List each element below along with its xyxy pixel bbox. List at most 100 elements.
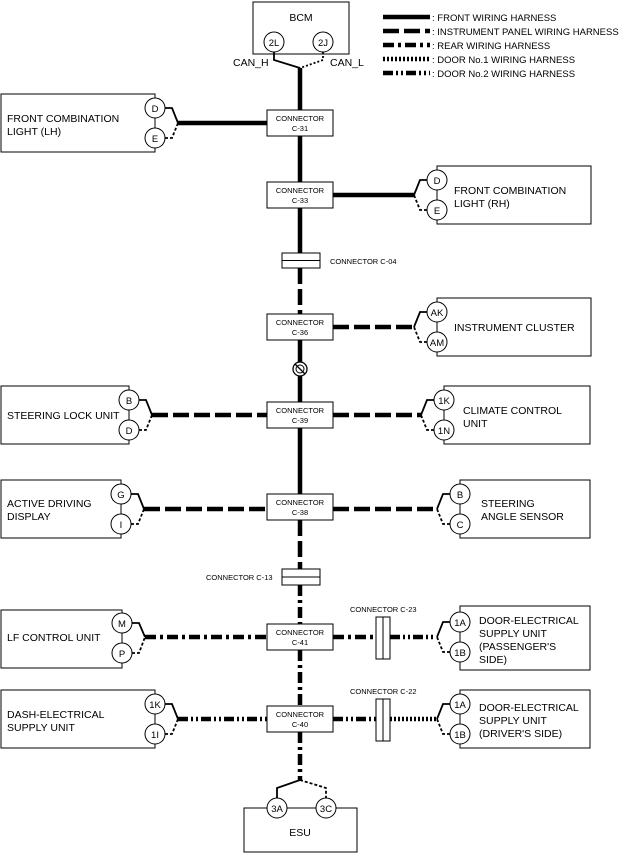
steering-lock-box [0,385,130,445]
connector-c13: CONNECTOR C-13 [206,568,321,586]
door-supply-passenger-line1: DOOR-ELECTRICAL [479,615,579,627]
door-supply-passenger-pin-1a-label: 1A [454,618,466,629]
unit-front-combination-light-rh: FRONT COMBINATION LIGHT (RH) D E [413,165,592,225]
terminator-inner [295,364,305,374]
can-h-label: CAN_H [233,57,269,69]
connector-c41-box [266,623,334,651]
door-supply-passenger-pin-1a-wire [436,621,450,638]
esu-label: ESU [289,827,311,839]
door-supply-driver-pin-1b-label: 1B [454,730,466,741]
connector-c33: CONNECTOR C-33 [266,181,334,209]
connector-c38-line2: C-38 [292,508,308,517]
dash-supply-pin-1k-label: 1K [149,700,161,711]
steering-angle-sensor-line2: ANGLE SENSOR [481,511,564,523]
door-supply-passenger-line4: SIDE) [479,654,507,666]
connector-c41-line1: CONNECTOR [276,628,325,637]
front-comb-rh-pin-d-label: D [434,176,441,187]
door-supply-passenger-pin-1b-wire [436,636,450,653]
unit-instrument-cluster: INSTRUMENT CLUSTER AK AM [413,297,592,357]
door-supply-driver-line2: SUPPLY UNIT [479,715,547,727]
door-supply-passenger-box [459,605,591,671]
lf-control-line1: LF CONTROL UNIT [7,632,101,644]
connector-c31: CONNECTOR C-31 [266,109,334,137]
bcm-label: BCM [289,12,312,24]
can-l-label: CAN_L [330,57,364,69]
connector-c13-label: CONNECTOR C-13 [206,573,273,582]
dash-supply-pin-1k-wire [165,703,179,720]
active-driving-display-pin-i-wire [131,508,145,525]
connector-c31-box [266,109,334,137]
unit-steering-angle-sensor: STEERING ANGLE SENSOR B C [436,479,591,539]
connector-c23-label: CONNECTOR C-23 [350,605,417,614]
active-driving-display-box [0,479,122,539]
steering-lock-line1: STEERING LOCK UNIT [7,410,120,422]
climate-control-pin-1k-wire [420,399,434,416]
instrument-cluster-box [436,297,592,357]
active-driving-display-line1: ACTIVE DRIVING [7,498,92,510]
esu-pin-3c-wire [299,779,327,798]
legend-label-door2: : DOOR No.2 WIRING HARNESS [432,69,575,80]
door-supply-passenger-line3: (PASSENGER'S [479,641,556,653]
steering-lock-pin-d-wire [139,414,153,431]
lf-control-pin-m-wire [132,622,146,638]
connector-c36: CONNECTOR C-36 [266,313,334,341]
door-supply-driver-line1: DOOR-ELECTRICAL [479,702,579,714]
esu-pin-3a-label: 3A [271,804,283,815]
connector-c33-box [266,181,334,209]
legend-label-front: : FRONT WIRING HARNESS [432,13,556,24]
lf-control-box [0,609,123,669]
unit-active-driving-display: ACTIVE DRIVING DISPLAY G I [0,479,145,539]
connector-c31-line2: C-31 [292,124,308,133]
connector-c38-line1: CONNECTOR [276,498,325,507]
bcm-can-h-wire [273,52,301,69]
climate-control-box [443,385,591,445]
unit-climate-control: CLIMATE CONTROL UNIT 1K 1N [420,385,591,445]
steering-angle-sensor-pin-b-label: B [457,490,463,501]
bcm-unit: BCM 2L 2J CAN_H CAN_L [233,1,364,69]
bcm-pin-2l-label: 2L [269,38,280,49]
front-comb-lh-pin-e-wire [165,122,179,139]
unit-door-supply-driver: DOOR-ELECTRICAL SUPPLY UNIT (DRIVER'S SI… [436,689,591,749]
active-driving-display-line2: DISPLAY [7,511,51,523]
connector-c33-line2: C-33 [292,196,308,205]
connector-c31-line1: CONNECTOR [276,114,325,123]
door-supply-passenger-line2: SUPPLY UNIT [479,628,547,640]
door-supply-driver-box [459,689,591,749]
front-comb-lh-box [0,93,156,153]
front-comb-lh-pin-e-label: E [152,134,158,145]
connector-c36-box [266,313,334,341]
esu-pin-3a-wire [276,779,301,798]
active-driving-display-pin-g-wire [131,493,145,510]
climate-control-line1: CLIMATE CONTROL [463,405,562,417]
lf-control-pin-m-label: M [118,619,126,630]
connector-c33-line1: CONNECTOR [276,186,325,195]
door-supply-passenger-pin-1b-label: 1B [454,648,466,659]
active-driving-display-pin-i-label: I [120,520,123,531]
legend-label-rear: : REAR WIRING HARNESS [432,41,550,52]
steering-angle-sensor-line1: STEERING [481,498,535,510]
legend-label-door1: : DOOR No.1 WIRING HARNESS [432,55,575,66]
steering-angle-sensor-pin-c-wire [436,508,450,525]
steering-angle-sensor-box [459,479,591,539]
connector-c04-label: CONNECTOR C-04 [330,257,397,266]
dash-supply-line1: DASH-ELECTRICAL [7,709,105,721]
door-supply-driver-line3: (DRIVER'S SIDE) [479,728,562,740]
front-comb-rh-pin-d-wire [413,179,427,196]
dash-supply-pin-1i-label: 1I [151,730,159,741]
active-driving-display-pin-g-label: G [117,490,124,501]
connector-c23: CONNECTOR C-23 [350,605,417,660]
connector-c04: CONNECTOR C-04 [281,252,397,269]
bcm-pin-2j-label: 2J [318,38,328,49]
front-comb-rh-pin-e-label: E [434,206,440,217]
connector-c22-label: CONNECTOR C-22 [350,687,417,696]
climate-control-pin-1n-label: 1N [438,426,450,437]
esu-box [243,807,358,853]
dash-supply-pin-1i-wire [165,718,179,735]
connector-c40-line1: CONNECTOR [276,710,325,719]
esu-pin-3c-label: 3C [320,804,332,815]
bcm-can-l-wire [299,52,324,69]
unit-lf-control: LF CONTROL UNIT M P [0,609,146,669]
connector-c39-line1: CONNECTOR [276,406,325,415]
connector-c40-box [266,705,334,733]
